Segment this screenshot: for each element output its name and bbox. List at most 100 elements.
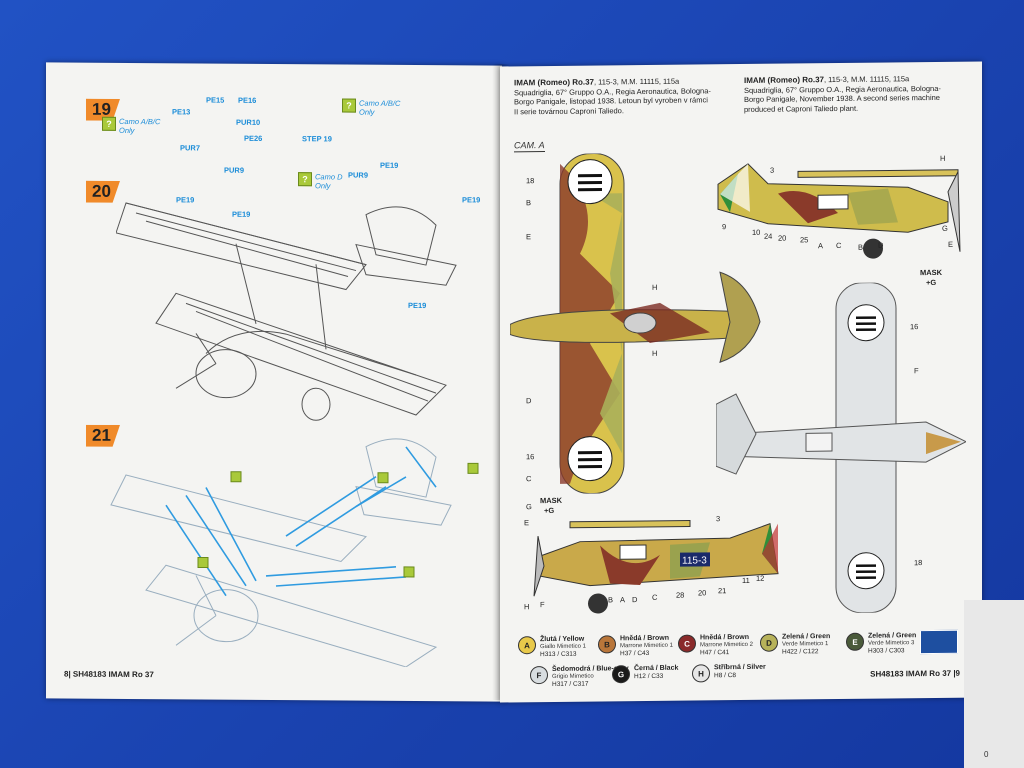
camo-note-text: Camo A/B/C Only xyxy=(119,116,161,136)
color-swatch: E xyxy=(846,632,864,651)
part-label: STEP 19 xyxy=(302,134,332,144)
camo-note: ? Camo A/B/C Only xyxy=(102,116,161,136)
camo-note: ? Camo A/B/C Only xyxy=(342,98,401,117)
instruction-booklet: 19 20 21 ? Camo A/B/C Only ? Camo A/B/C … xyxy=(46,61,982,703)
part-label: PUR10 xyxy=(236,117,261,127)
top-view-camo xyxy=(510,153,761,495)
callout: 16 xyxy=(910,322,919,332)
fuselage-code-text: 115-3 xyxy=(682,555,707,566)
right-page-footer: SH48183 IMAM Ro 37 |9 xyxy=(870,668,960,679)
color-swatch: G xyxy=(612,665,630,684)
legend-ref: H313 / C313 xyxy=(540,650,577,659)
callout: C xyxy=(836,240,842,251)
color-swatch: B xyxy=(598,635,616,654)
callout: D xyxy=(632,595,638,605)
color-swatch: D xyxy=(760,633,778,652)
publisher-logo xyxy=(920,629,958,655)
step-number: 20 xyxy=(92,181,111,201)
callout: D xyxy=(526,396,532,406)
step-21-biplane-drawing xyxy=(110,438,479,668)
callout: 12 xyxy=(756,573,765,583)
legend-name: Černá / Black xyxy=(634,664,679,673)
part-label: PE19 xyxy=(380,160,399,170)
left-page: 19 20 21 ? Camo A/B/C Only ? Camo A/B/C … xyxy=(46,62,502,702)
color-swatch: A xyxy=(518,636,536,655)
box-edge: 0 xyxy=(964,600,1024,768)
callout: E xyxy=(948,239,954,249)
callout: G xyxy=(942,223,948,233)
callout: 24 xyxy=(764,231,773,241)
bottom-view-silver xyxy=(716,282,966,614)
right-page: IMAM (Romeo) Ro.37, 115-3, M.M. 11115, 1… xyxy=(500,61,982,703)
camouflage-tag: CAM. A xyxy=(514,140,545,153)
callout: D xyxy=(878,240,884,250)
callout: 10 xyxy=(752,227,761,237)
callout: 25 xyxy=(800,235,809,245)
callout-mask: MASK xyxy=(540,495,563,506)
caption-english: IMAM (Romeo) Ro.37, 115-3, M.M. 11115, 1… xyxy=(744,74,944,114)
caption-czech: IMAM (Romeo) Ro.37, 115-3, M.M. 11115, 1… xyxy=(514,76,714,116)
callout: A xyxy=(818,241,824,251)
callout: B xyxy=(858,242,864,252)
left-page-footer: 8| SH48183 IMAM Ro 37 xyxy=(64,669,154,680)
callout: 21 xyxy=(718,586,727,596)
callout: 11 xyxy=(742,575,750,585)
legend-ref: H422 / C122 xyxy=(782,648,819,656)
step-20-biplane-drawing xyxy=(116,202,457,421)
question-icon: ? xyxy=(102,116,116,131)
part-label: PE13 xyxy=(172,107,191,117)
callout: A xyxy=(620,595,626,605)
question-icon: ? xyxy=(342,98,356,113)
callout: 20 xyxy=(778,233,787,243)
legend-ref: H303 / C303 xyxy=(868,647,905,655)
callout: E xyxy=(526,232,532,242)
callout: B xyxy=(526,198,532,208)
callout: 28 xyxy=(676,590,685,600)
caption-title: IMAM (Romeo) Ro.37 xyxy=(744,75,824,85)
side-view-camo-bottom: 115-3 xyxy=(533,520,779,614)
legend-ref: H8 / C8 xyxy=(714,672,737,680)
legend-ref: H12 / C33 xyxy=(634,672,664,681)
callout: 18 xyxy=(914,558,923,568)
callout: H xyxy=(524,602,530,612)
callout: F xyxy=(540,600,545,610)
camo-note-text: Camo A/B/C Only xyxy=(359,98,401,117)
callout: H xyxy=(940,153,946,163)
callout: 18 xyxy=(526,176,535,186)
side-view-camo-top xyxy=(717,163,961,259)
step-20-flag: 20 xyxy=(86,181,120,203)
callout: 3 xyxy=(716,514,721,524)
callout: 16 xyxy=(526,452,535,462)
legend-ref: H47 / C41 xyxy=(700,649,730,657)
callout: G xyxy=(526,502,532,512)
callout: H xyxy=(652,348,658,358)
part-label: PE26 xyxy=(244,133,263,143)
callout: B xyxy=(608,595,614,605)
legend-name: Stříbrná / Silver xyxy=(714,663,766,672)
callout-mask: +G xyxy=(544,505,555,516)
color-swatch: F xyxy=(530,666,548,685)
part-label: PE16 xyxy=(238,95,257,105)
color-swatch: C xyxy=(678,634,696,653)
callout: E xyxy=(524,518,530,528)
legend-ref: H37 / C43 xyxy=(620,649,650,658)
callout: 3 xyxy=(770,165,775,175)
callout: H xyxy=(652,282,658,292)
color-swatch: H xyxy=(692,664,710,683)
callout: C xyxy=(652,592,658,602)
callout: F xyxy=(914,366,919,376)
callout: C xyxy=(526,474,532,484)
part-label: PE15 xyxy=(206,95,225,105)
callout: 9 xyxy=(722,222,727,232)
caption-title: IMAM (Romeo) Ro.37 xyxy=(514,77,594,88)
callout: 20 xyxy=(698,588,707,598)
callout-mask: MASK xyxy=(920,267,943,278)
part-label: PUR7 xyxy=(180,143,201,153)
